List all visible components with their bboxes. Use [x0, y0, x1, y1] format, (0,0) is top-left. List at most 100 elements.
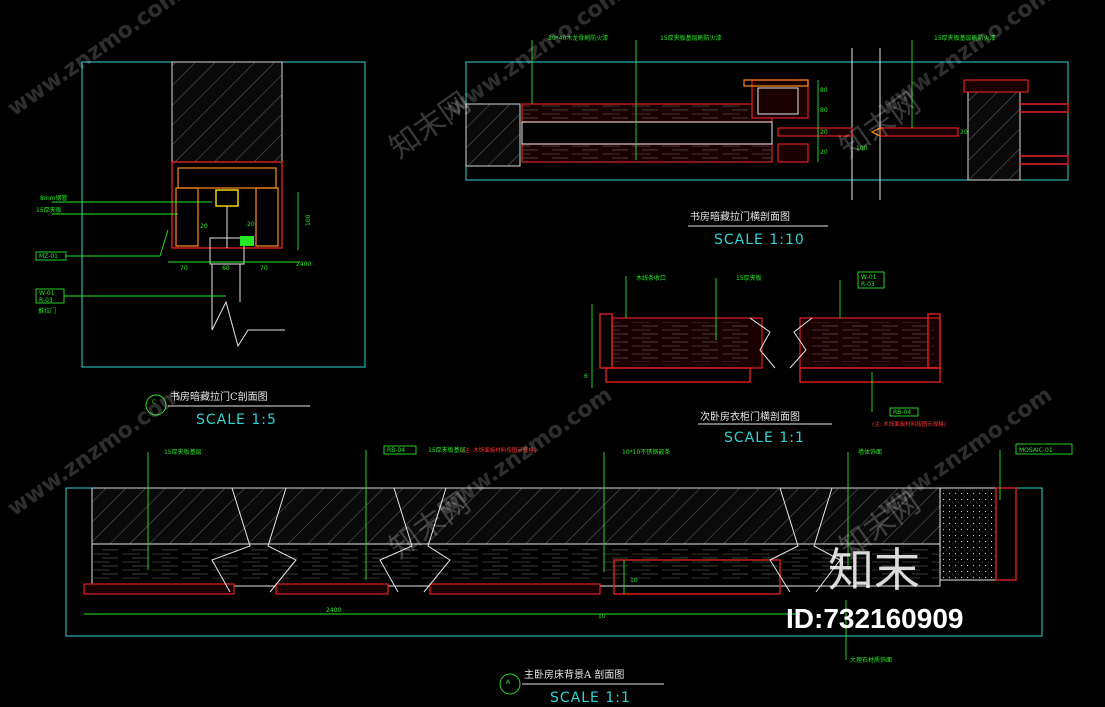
leaf-edge — [870, 127, 881, 137]
drawing-bed-backdrop: 2400 10 10 15厚夹板基层 RB-04 15厚夹板基层 (注: 木饰面… — [65, 443, 1073, 706]
dim-70-right: 70 — [260, 265, 268, 272]
tag-mosaic: MOSAIC-01 — [1019, 447, 1053, 454]
tag-w01-box — [857, 271, 885, 289]
dim-10-b: 10 — [630, 577, 638, 584]
right-board — [255, 187, 279, 247]
bottom-panel-grain — [522, 144, 772, 162]
tag-w01: W-01 — [39, 290, 55, 297]
dim-100: 100 — [305, 214, 312, 226]
backdrop-grain — [92, 548, 940, 580]
mosaic-edge — [995, 487, 1017, 581]
wardrobe-right-grain — [810, 322, 934, 362]
label-ply-bottom-2: 15厚夹板基层 — [428, 446, 466, 454]
ceiling-hatch — [172, 62, 282, 162]
scale-door-horizontal: SCALE 1:10 — [714, 232, 805, 248]
tag-r03: R-03 — [861, 281, 875, 288]
base-1 — [83, 583, 235, 595]
steel-track — [215, 189, 239, 207]
title-door-horizontal: 书房暗藏拉门横剖面图 — [690, 210, 790, 223]
wardrobe-left-grain — [612, 322, 752, 362]
runner-end — [777, 143, 809, 163]
wardrobe-edge-right — [927, 313, 941, 369]
section-tag-a-letter: A — [506, 679, 511, 686]
label-ply-2: 15厚夹板基层刷防火漆 — [934, 34, 996, 42]
break-d — [423, 487, 451, 593]
watermark-brand-1: 知末网 — [383, 86, 477, 166]
base-2 — [275, 583, 389, 595]
tag-r03: R-03 — [39, 297, 53, 304]
break-f — [813, 487, 841, 593]
watermark-site-1: www.znzmo.com — [3, 0, 187, 121]
logo-zhimo: 知末 — [828, 543, 920, 597]
label-sliding-door: 推拉门 — [38, 307, 56, 315]
note-bottom: (注: 木饰面板材料按图示规格) — [462, 446, 536, 454]
label-plywood: 15厚夹板 — [36, 206, 62, 214]
dim-2400: 2400 — [296, 261, 311, 268]
tag-rb04-box — [383, 445, 417, 455]
dim-80-b: 80 — [820, 107, 828, 114]
dim-20-c: 20 — [960, 129, 968, 136]
dim-20-b: 20 — [247, 221, 255, 228]
label-trim: 木线条收口 — [636, 274, 666, 282]
tag-rb04-box — [889, 407, 919, 417]
break-a — [211, 487, 251, 593]
label-ply-bottom: 15厚夹板基层 — [164, 448, 202, 456]
break-e — [769, 487, 799, 593]
note-wardrobe: (注: 木饰面板材料按图示规格) — [872, 420, 946, 428]
label-ply: 15厚夹板 — [736, 274, 762, 282]
dim-20-a: 20 — [820, 129, 828, 136]
wardrobe-break-right — [789, 317, 813, 369]
tag-rb04: RB-04 — [893, 409, 911, 416]
backdrop-wall-hatch — [92, 488, 940, 544]
break-b — [267, 487, 297, 593]
leader-mz01-bend — [159, 229, 169, 257]
door-top — [209, 237, 245, 265]
wardrobe-base-left — [605, 367, 751, 383]
scale-bed-backdrop: SCALE 1:1 — [550, 690, 631, 706]
door-break-line — [211, 264, 285, 348]
tag-w01: W-01 — [861, 274, 877, 281]
title-bed-backdrop: 主卧房床背景A 剖面图 — [524, 668, 624, 681]
mosaic-block — [939, 487, 997, 581]
dim-20-a: 20 — [200, 223, 208, 230]
frame-inner — [757, 87, 799, 115]
frame-cap — [743, 79, 809, 87]
wardrobe-edge-left — [599, 313, 613, 369]
section-tag-a — [499, 673, 521, 695]
right-step-2 — [1020, 155, 1069, 165]
tag-rb04-bottom: RB-04 — [387, 447, 405, 454]
dim-10-a: 10 — [598, 613, 606, 620]
title-section-c: 书房暗藏拉门C剖面图 — [170, 390, 268, 403]
left-board — [175, 187, 199, 247]
stop-block — [240, 236, 254, 246]
dim-20-b: 20 — [820, 149, 828, 156]
label-steel-strip: 10*10不锈钢嵌条 — [622, 448, 670, 456]
label-keel: 30*40木龙骨刷防火漆 — [548, 34, 608, 42]
base-3 — [429, 583, 601, 595]
scale-wardrobe: SCALE 1:1 — [724, 430, 805, 446]
door-core — [521, 121, 773, 145]
title-wardrobe: 次卧房衣柜门横剖面图 — [700, 410, 800, 423]
runner-top — [777, 127, 853, 137]
tag-mosaic-box — [1015, 443, 1073, 455]
dim-60: 60 — [222, 265, 230, 272]
wardrobe-base-right — [799, 367, 941, 383]
break-c — [379, 487, 413, 593]
section-tag-c — [145, 394, 167, 416]
drawing-section-c: 70 60 70 20 20 100 2400 8mm钢管 15厚夹板 MZ-0… — [35, 61, 366, 428]
section-tag-c-letter: C — [152, 399, 156, 406]
label-wall-finish: 墙体饰面 — [858, 448, 882, 456]
scale-section-c: SCALE 1:5 — [196, 412, 277, 428]
right-wall-hatch — [968, 92, 1020, 180]
label-steel: 8mm钢管 — [40, 194, 68, 202]
drawing-wardrobe-door: 6 木线条收口 15厚夹板 W-01 R-03 RB-04 (注: 木饰面板材料… — [584, 271, 946, 446]
dim-80-a: 80 — [820, 87, 828, 94]
top-board — [177, 167, 277, 189]
dim-6: 6 — [584, 373, 588, 380]
watermark-id: ID:732160909 — [786, 603, 963, 634]
top-panel-grain — [522, 104, 772, 122]
label-marble: 大理石材质饰面 — [850, 656, 892, 664]
watermark-site-2: www.znzmo.com — [443, 0, 627, 121]
right-cap — [963, 79, 1029, 93]
